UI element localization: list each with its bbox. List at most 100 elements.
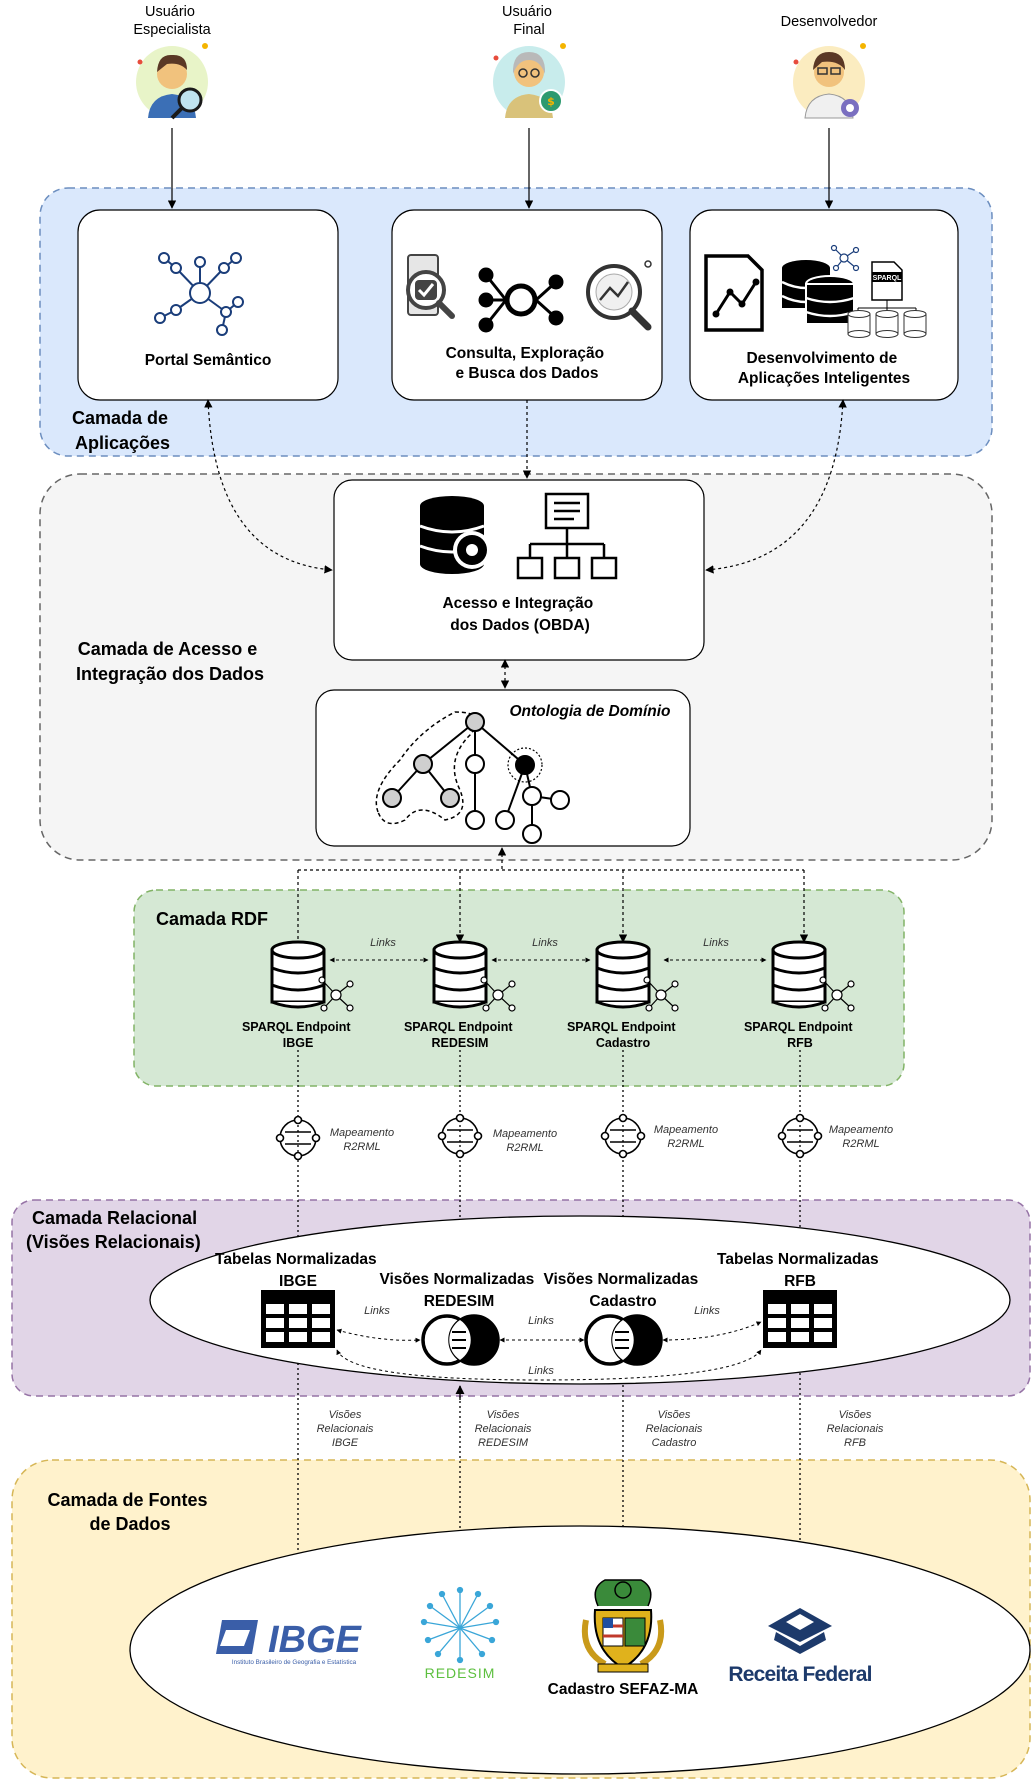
database-icon (771, 940, 827, 1009)
endpoint-ibge-label: SPARQL Endpoint IBGE (242, 1020, 354, 1050)
user-especialista: Usuário Especialista (133, 4, 212, 120)
endpoint-redesim-label: SPARQL Endpoint REDESIM (404, 1020, 516, 1050)
endpoint-rfb-label: SPARQL Endpoint RFB (744, 1020, 856, 1050)
mapping-cycle-icon (777, 1113, 823, 1159)
graph-icon (318, 976, 354, 1012)
line-chart-doc-icon (704, 254, 764, 332)
view-venn-icon (421, 1314, 500, 1366)
user-especialista-label: Usuário Especialista (133, 4, 211, 38)
layer-aplicacoes-title: Camada de Aplicações (72, 408, 173, 453)
rfb-logo-text: Receita Federal (728, 1663, 871, 1686)
user-final-label: Usuário Final (502, 4, 556, 38)
database-icon (595, 940, 651, 1009)
obda-box: Acesso e Integração dos Dados (OBDA) (333, 479, 705, 661)
app-obda-connectors (204, 399, 847, 689)
mapping-cycle-icon (437, 1113, 483, 1159)
relational-ibge-label: Tabelas Normalizadas IBGE (215, 1251, 381, 1290)
graph-icon (643, 976, 679, 1012)
hierarchy-icon (516, 492, 618, 580)
relational-items: Tabelas Normalizadas IBGE Visões Normali… (215, 1251, 883, 1381)
endpoint-redesim: SPARQL Endpoint REDESIM (404, 940, 516, 1050)
graph-icon (154, 252, 244, 336)
source-redesim-logo: REDESIM (420, 1586, 500, 1681)
user-final: Usuário Final $ (493, 4, 566, 118)
ontologia-label: Ontologia de Domínio (509, 703, 670, 720)
user-desenvolvedor-label: Desenvolvedor (781, 14, 878, 30)
cadastro-label: Cadastro SEFAZ-MA (548, 1681, 699, 1698)
graph-icon (819, 976, 855, 1012)
user-desenvolvedor: Desenvolvedor (781, 14, 878, 119)
redesim-burst-icon (420, 1586, 500, 1664)
relational-cadastro-label: Visões Normalizadas Cadastro (543, 1271, 702, 1310)
relational-links (336, 1321, 762, 1381)
database-stack-icon (781, 260, 855, 325)
network-node-icon (478, 267, 564, 333)
link-label: Links (370, 937, 396, 949)
mapping-cycle-icon (275, 1115, 321, 1161)
link-label: Links (694, 1305, 720, 1317)
sparql-file-icon: SPARQL (857, 261, 917, 314)
graph-icon (480, 976, 516, 1012)
layer-rdf-title: Camada RDF (156, 909, 268, 929)
relational-rfb-label: Tabelas Normalizadas RFB (717, 1251, 883, 1290)
endpoint-ibge: SPARQL Endpoint IBGE (242, 940, 354, 1050)
layer-acesso-title: Camada de Acesso e Integração dos Dados (76, 639, 264, 684)
layer-fontes-title: Camada de Fontes de Dados (47, 1490, 212, 1534)
link-label: Links (364, 1305, 390, 1317)
app-consulta: Consulta, Exploração e Busca dos Dados (391, 209, 663, 401)
link-label: Links (532, 937, 558, 949)
sparql-icon-label: SPARQL (873, 275, 902, 282)
relational-redesim-label: Visões Normalizadas REDESIM (379, 1271, 538, 1310)
mapping-cycle-icon (600, 1113, 646, 1159)
endpoint-cadastro: SPARQL Endpoint Cadastro (567, 940, 679, 1050)
obda-label: Acesso e Integração dos Dados (OBDA) (442, 595, 597, 634)
rdf-endpoints: SPARQL Endpoint IBGE SPARQL Endpoint RED… (242, 937, 856, 1050)
source-cadastro: Cadastro SEFAZ-MA (548, 1579, 699, 1698)
link-label: Links (528, 1315, 554, 1327)
db-cylinders-icon (847, 310, 927, 338)
app-desenvolvimento: SPARQL Desenvolvimento de Aplicações Int… (689, 209, 959, 401)
checklist-search-icon (406, 254, 455, 319)
ontology-tree-icon (375, 711, 570, 844)
ibge-logo-text: IBGE (268, 1619, 363, 1661)
maranhao-coat-of-arms-icon (581, 1579, 665, 1673)
source-ibge-logo: IBGE Instituto Brasileiro de Geografia e… (216, 1619, 363, 1666)
endpoint-cadastro-label: SPARQL Endpoint Cadastro (567, 1020, 679, 1050)
ontologia-box: Ontologia de Domínio (315, 689, 691, 847)
chart-search-icon (586, 260, 652, 331)
database-icon (432, 940, 488, 1009)
database-gear-icon (419, 496, 491, 574)
source-rfb-logo: Receita Federal (728, 1608, 872, 1686)
small-graph-icon (830, 244, 860, 272)
sources-ellipse (129, 1525, 1031, 1775)
redesim-logo-text: REDESIM (425, 1665, 496, 1681)
svg-text:$: $ (547, 95, 555, 108)
ibge-emblem-icon (216, 1620, 258, 1654)
app-portal-semantico: Portal Semântico (77, 209, 339, 401)
endpoint-rfb: SPARQL Endpoint RFB (744, 940, 856, 1050)
database-icon (270, 940, 326, 1009)
layer-relacional-title: Camada Relacional (Visões Relacionais) (26, 1208, 202, 1252)
view-venn-icon (584, 1314, 663, 1366)
ibge-logo-subtitle: Instituto Brasileiro de Geografia e Esta… (232, 1659, 357, 1666)
ontology-endpoint-connectors (297, 847, 809, 948)
layer-rdf (133, 889, 905, 1087)
receita-federal-emblem-icon (768, 1608, 832, 1654)
link-label: Links (703, 937, 729, 949)
table-icon (261, 1290, 335, 1348)
table-icon (763, 1290, 837, 1348)
app-consulta-label: Consulta, Exploração e Busca dos Dados (446, 345, 609, 382)
app-portal-label: Portal Semântico (145, 352, 272, 369)
link-label: Links (528, 1365, 554, 1377)
app-dev-label: Desenvolvimento de Aplicações Inteligent… (738, 350, 910, 387)
